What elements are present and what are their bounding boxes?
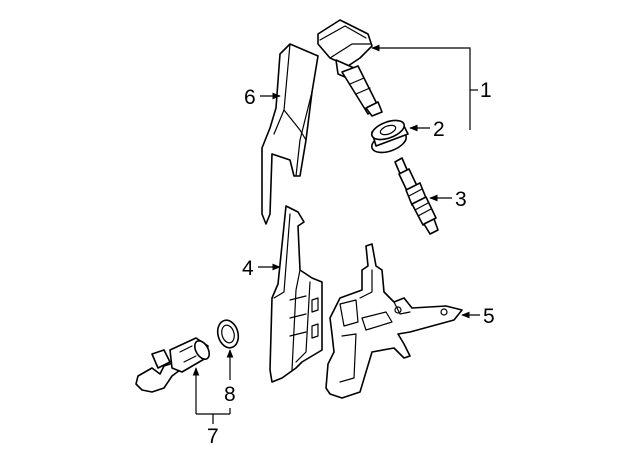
callout-5: 5 (483, 305, 495, 328)
callout-8: 8 (224, 383, 236, 406)
callout-2: 2 (433, 118, 445, 141)
engine-cover (261, 43, 319, 225)
mounting-bracket (325, 243, 463, 399)
callout-4: 4 (242, 257, 254, 280)
leader-1-upper (371, 44, 471, 90)
ignition-coil (317, 19, 383, 117)
spark-plug (394, 157, 439, 235)
coil-seal (370, 119, 409, 154)
callout-7: 7 (207, 425, 219, 448)
callout-6: 6 (244, 86, 256, 109)
leader-lines (192, 44, 480, 424)
control-module (269, 205, 323, 383)
camshaft-sensor (135, 337, 211, 393)
o-ring (216, 319, 240, 349)
callout-3: 3 (455, 188, 467, 211)
callout-1: 1 (480, 79, 492, 102)
